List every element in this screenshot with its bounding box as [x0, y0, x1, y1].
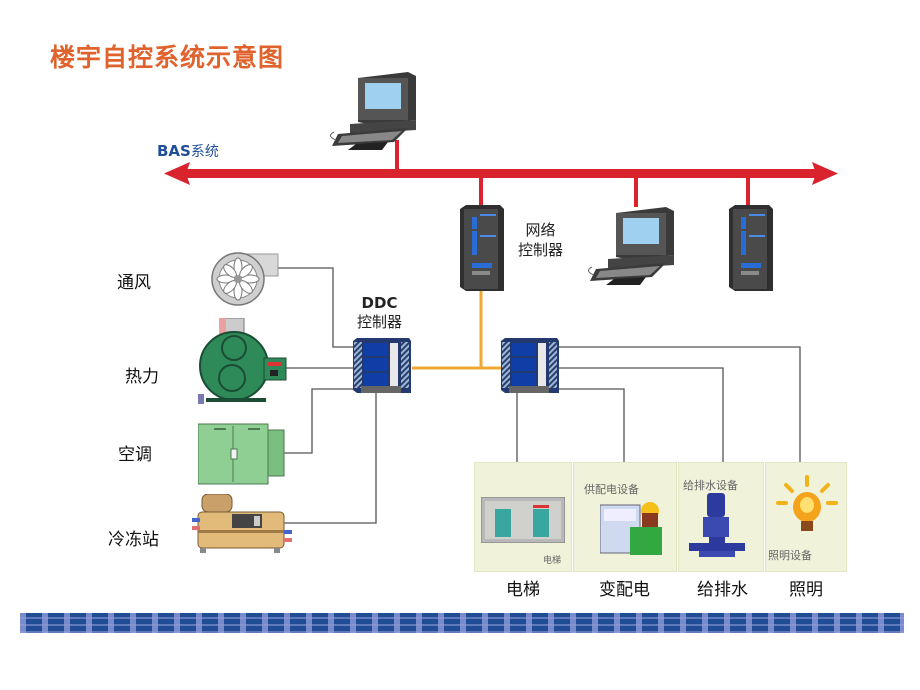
chiller-station-label: 冷冻站	[108, 530, 159, 550]
ddc-label-line2: 控制器	[357, 313, 403, 331]
ddc-left-wires	[277, 267, 377, 524]
water-pump-icon	[689, 493, 745, 557]
boiler-icon[interactable]	[198, 318, 288, 406]
network-controller-line1: 网络	[525, 221, 556, 239]
elevator-caption: 电梯	[543, 556, 562, 566]
elevator-label: 电梯	[506, 580, 540, 600]
network-controller-label: 网络 控制器	[518, 220, 563, 260]
fan-icon[interactable]	[210, 252, 280, 307]
light-bulb-icon	[776, 475, 838, 531]
power-distribution-label: 变配电	[599, 580, 650, 600]
air-conditioning-label: 空调	[118, 445, 152, 465]
water-supply-label: 给排水	[697, 580, 748, 600]
bas-bus	[164, 140, 838, 207]
ddc-controller-right-icon[interactable]	[501, 338, 559, 395]
chiller-icon[interactable]	[192, 494, 292, 554]
bas-system-label: BAS系统	[157, 141, 219, 161]
bas-label-cn: 系统	[190, 144, 219, 160]
operator-workstation-icon[interactable]	[586, 205, 678, 285]
workstation-computer-icon[interactable]	[328, 70, 420, 150]
network-controller-server-icon[interactable]	[460, 205, 504, 291]
power-distribution-caption: 供配电设备	[584, 483, 639, 496]
ddc-right-wires	[516, 346, 801, 462]
page-title: 楼宇自控系统示意图	[50, 43, 285, 72]
water-supply-caption: 给排水设备	[683, 479, 738, 492]
server-tower-icon[interactable]	[729, 205, 773, 291]
network-controller-line2: 控制器	[518, 241, 564, 259]
ventilation-label: 通风	[117, 273, 151, 293]
lighting-caption: 照明设备	[768, 549, 812, 562]
heating-label: 热力	[125, 367, 159, 387]
elevator-tile[interactable]: 电梯	[474, 462, 572, 572]
air-handler-icon[interactable]	[198, 422, 286, 486]
circuit-pattern-footer-band	[20, 613, 904, 633]
water-supply-tile[interactable]: 给排水设备	[678, 462, 764, 572]
elevator-icon	[481, 497, 565, 543]
bus-arrow-left-icon	[164, 162, 190, 185]
bas-label-en: BAS	[157, 142, 191, 160]
ddc-controller-left-icon[interactable]	[353, 338, 411, 395]
ddc-controller-label: DDC 控制器	[357, 294, 402, 332]
lighting-label: 照明	[789, 580, 823, 600]
bus-arrow-right-icon	[812, 162, 838, 185]
power-distribution-tile[interactable]: 供配电设备	[573, 462, 677, 572]
power-distribution-icon	[600, 502, 662, 555]
lighting-tile[interactable]: 照明设备	[765, 462, 847, 572]
field-bus	[412, 288, 508, 370]
ddc-label-line1: DDC	[361, 294, 398, 312]
